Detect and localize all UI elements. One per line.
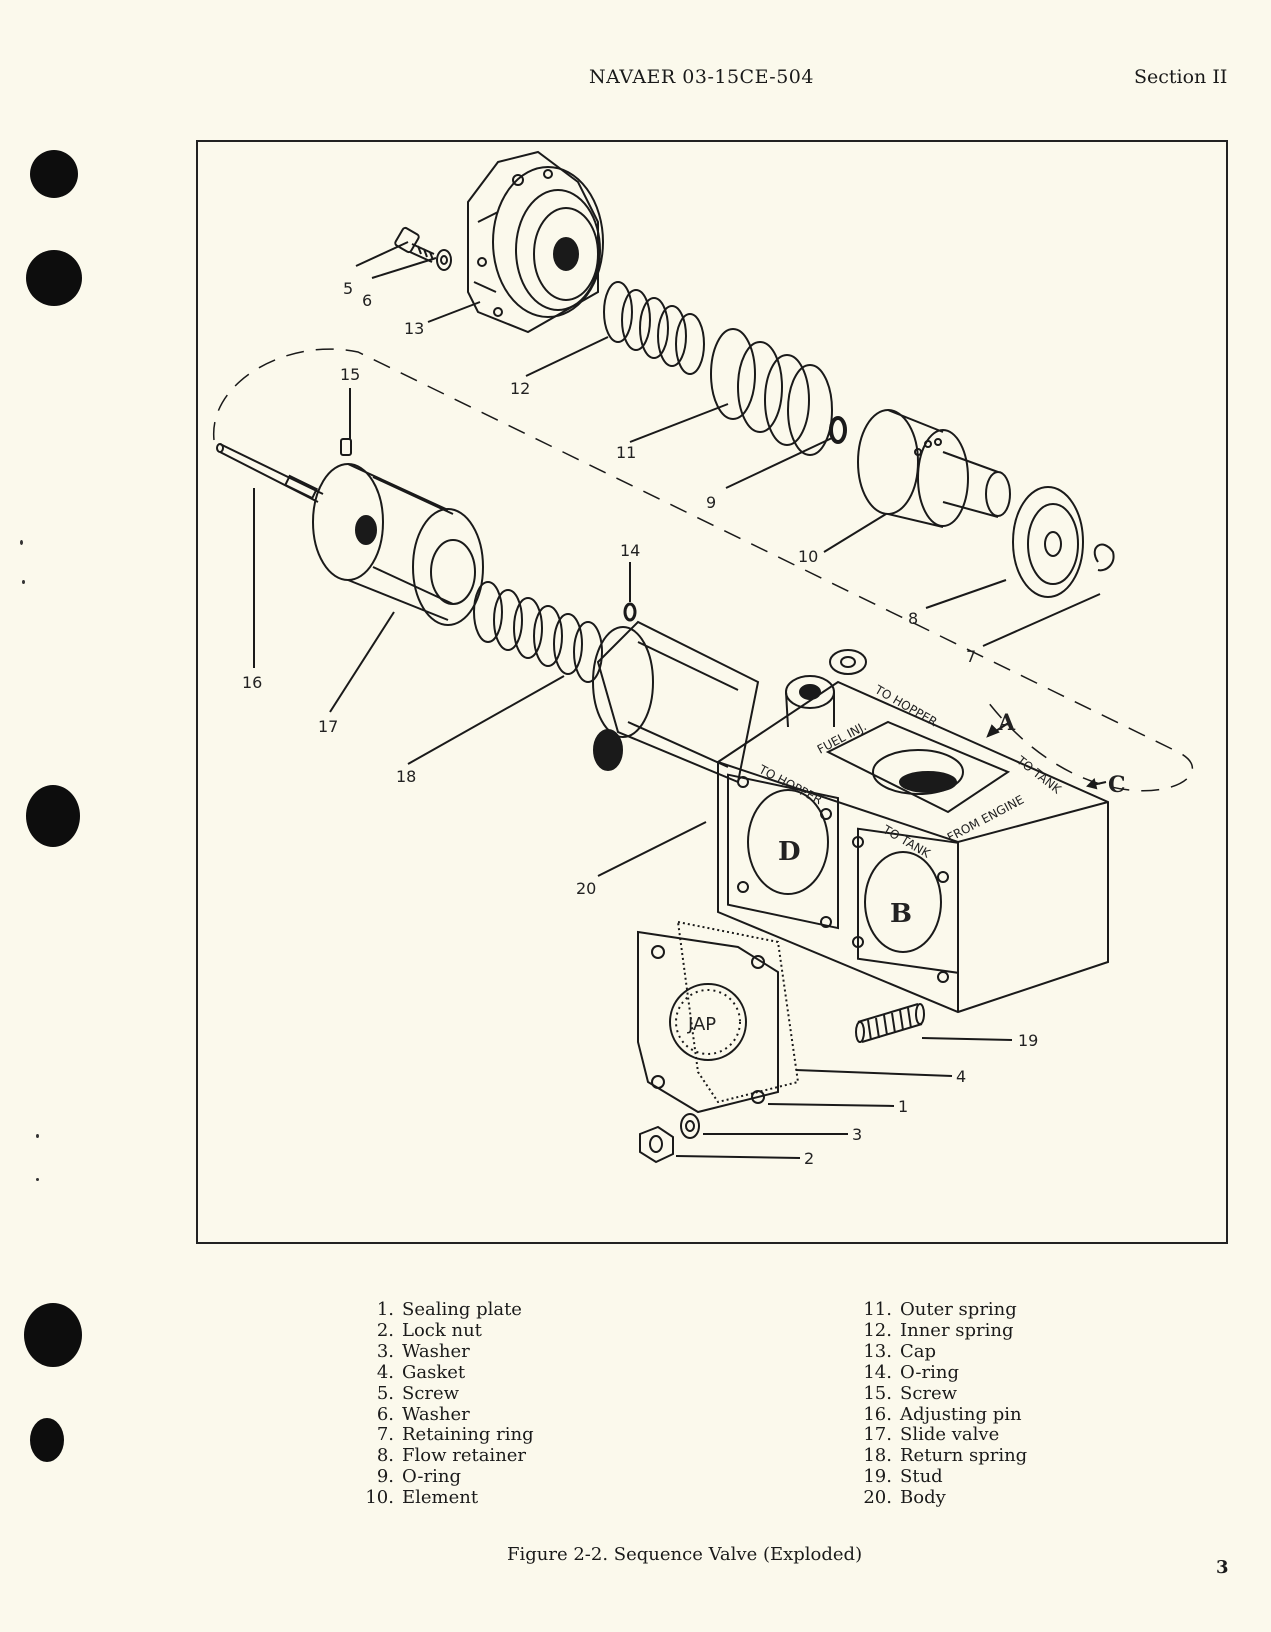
legend-item: 19.Stud [863,1466,943,1488]
legend-item: 14.O-ring [863,1361,959,1383]
callout-13: 13 [404,319,424,338]
callout-16: 16 [242,673,262,692]
callout-15: 15 [340,365,360,384]
callout-3: 3 [852,1125,862,1144]
assembly-path-line [213,348,1194,792]
legend-item: 3.Washer [376,1340,470,1362]
punch-hole [30,1418,64,1462]
callout-20: 20 [576,879,596,898]
stud-19-drawing [855,1003,925,1043]
port-letter-b: B [890,899,912,929]
legend-item: 9.O-ring [376,1466,461,1488]
outer-spring-11-drawing [710,328,833,456]
callout-19: 19 [1018,1031,1038,1050]
callout-2: 2 [804,1149,814,1168]
flow-retainer-8-drawing [1012,486,1084,598]
page-number: 3 [1216,1557,1229,1578]
legend-item: 4.Gasket [376,1361,466,1383]
legend-item: 12.Inner spring [863,1319,1014,1341]
cap-13-drawing [467,150,604,334]
callout-5: 5 [343,279,353,298]
callout-7: 7 [966,647,976,666]
sealing-plate-1-drawing [637,930,779,1114]
exploded-view-drawing: 5 6 13 12 11 9 10 8 7 15 14 16 17 18 20 … [213,150,1194,1168]
section-label: Section II [1134,66,1228,88]
view-arrow-a-label: A [997,710,1016,736]
punch-hole [26,250,82,306]
port-label-from-engine: FROM ENGINE [945,792,1026,844]
callout-9: 9 [706,493,716,512]
legend-item: 20.Body [863,1487,946,1509]
document-number: NAVAER 03-15CE-504 [589,66,814,88]
legend-item: 15.Screw [863,1382,958,1404]
figure-caption: Figure 2-2. Sequence Valve (Exploded) [507,1544,863,1565]
callout-1: 1 [898,1097,908,1116]
retaining-ring-7-drawing [1093,543,1115,572]
port-label-to-hopper-side: TO HOPPER [756,762,825,807]
inner-spring-12-drawing [603,281,705,375]
callout-17: 17 [318,717,338,736]
parts-legend-left: 1.Sealing plate 2.Lock nut 3.Washer 4.Ga… [350,1299,534,1509]
legend-item: 7.Retaining ring [376,1424,534,1446]
callout-12: 12 [510,379,530,398]
scan-speck [36,1178,39,1181]
callout-18: 18 [396,767,416,786]
port-label-to-hopper-top: TO HOPPER [872,682,940,729]
legend-item: 16.Adjusting pin [863,1403,1022,1425]
legend-item: 5.Screw [376,1382,460,1404]
exploded-view-figure: 5 6 13 12 11 9 10 8 7 15 14 16 17 18 20 … [196,140,1228,1244]
legend-item: 11.Outer spring [863,1299,1017,1320]
washer-6-drawing [436,249,452,271]
callout-6: 6 [362,291,372,310]
adjusting-pin-16-drawing [216,443,324,503]
slide-valve-17-drawing [312,463,484,626]
callout-4: 4 [956,1067,966,1086]
legend-item: 8.Flow retainer [376,1445,527,1467]
port-label-to-tank-right: TO TANK [1013,753,1064,797]
callout-8: 8 [908,609,918,628]
scan-speck [22,580,25,584]
body-20-drawing [592,620,1109,1014]
legend-item: 1.Sealing plate [376,1299,522,1320]
port-letter-d: D [778,837,801,867]
screw-15-drawing [340,438,352,456]
punch-hole [30,150,78,198]
o-ring-9-drawing [829,416,847,444]
o-ring-14-drawing [623,602,637,622]
callout-11: 11 [616,443,636,462]
callout-14: 14 [620,541,640,560]
legend-item: 6.Washer [376,1403,470,1425]
element-10-drawing [857,409,1011,528]
legend-item: 2.Lock nut [376,1319,482,1341]
view-arrow-c-label: C [1108,772,1126,798]
plate-logo-text: JAP [687,1014,716,1035]
legend-item: 17.Slide valve [863,1424,1000,1446]
return-spring-18-drawing [473,581,603,683]
port-label-fuel-inj: FUEL INJ. [815,719,869,757]
callout-10: 10 [798,547,818,566]
lock-nut-2-drawing [639,1125,674,1164]
scan-speck [20,540,23,545]
parts-legend-right: 11.Outer spring 12.Inner spring 13.Cap 1… [848,1299,1028,1509]
punch-hole [24,1303,82,1367]
gasket-4-drawing [676,920,800,1104]
legend-item: 10.Element [365,1487,479,1509]
punch-hole [26,785,80,847]
washer-3-drawing [680,1113,700,1139]
legend-item: 13.Cap [863,1340,937,1362]
scan-speck [36,1134,39,1138]
screw-5-drawing [394,226,435,263]
legend-item: 18.Return spring [863,1445,1028,1467]
